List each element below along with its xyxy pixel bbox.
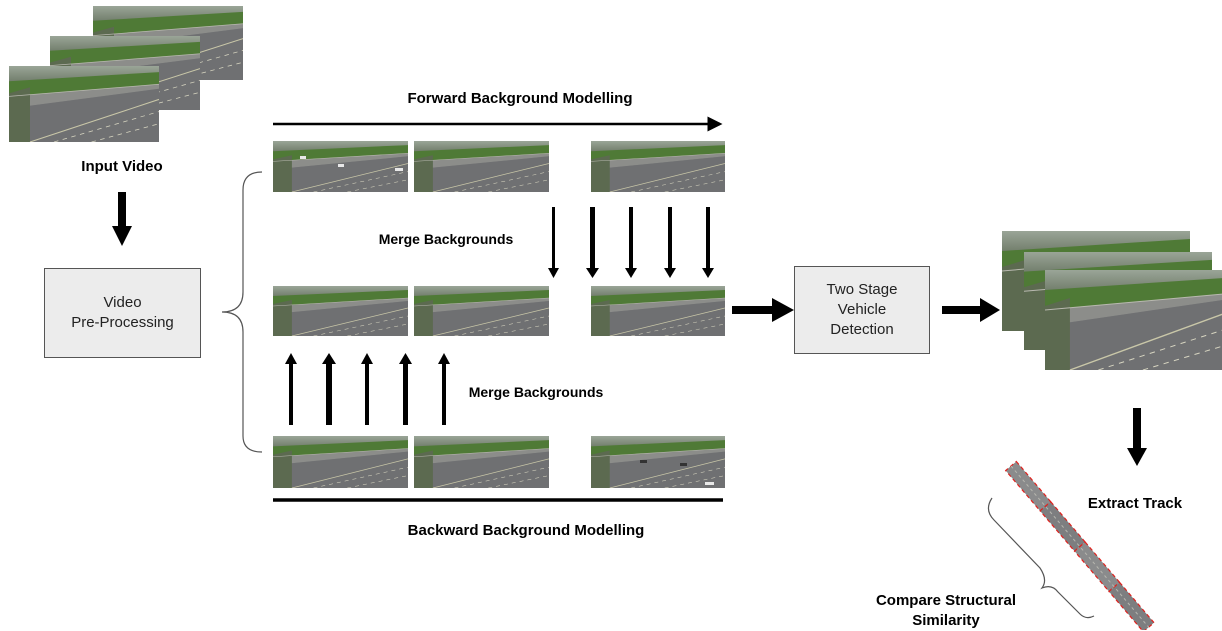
compare-line-2: Similarity (912, 612, 980, 629)
merge-backgrounds-bottom-label: Merge Backgrounds (468, 384, 604, 400)
left-brace (221, 171, 263, 453)
detection-line-2: Vehicle (837, 301, 887, 318)
input-video-stack (9, 6, 243, 142)
merge-up-arrows (285, 353, 450, 425)
forward-frames (273, 141, 725, 192)
merge-down-arrows (548, 207, 714, 278)
merge-backgrounds-top-label: Merge Backgrounds (378, 231, 514, 247)
compare-brace (987, 497, 1095, 619)
merged-frames (273, 286, 725, 336)
arrow-to-output (942, 298, 1000, 322)
preprocessing-line-1: Video (103, 294, 142, 311)
track-crops (1004, 460, 1155, 630)
vehicle-detection-box: Two Stage Vehicle Detection (794, 266, 930, 354)
input-video-label: Input Video (81, 158, 163, 175)
compare-line-1: Compare Structural (875, 592, 1017, 609)
backward-frames (273, 436, 725, 488)
preprocessing-line-2: Pre-Processing (71, 314, 174, 331)
extract-track-label: Extract Track (1087, 495, 1183, 512)
arrow-to-detection (732, 298, 794, 322)
compare-structural-label: Compare Structural Similarity (856, 591, 1036, 631)
arrow-down-track (1127, 408, 1147, 466)
detection-line-1: Two Stage (826, 281, 898, 298)
forward-modelling-label: Forward Background Modelling (407, 90, 633, 107)
video-preprocessing-box: Video Pre-Processing (44, 268, 201, 358)
detection-line-3: Detection (830, 321, 894, 338)
backward-modelling-label: Backward Background Modelling (407, 522, 645, 539)
arrow-down-input (112, 192, 132, 246)
output-frames-stack (1002, 231, 1222, 370)
